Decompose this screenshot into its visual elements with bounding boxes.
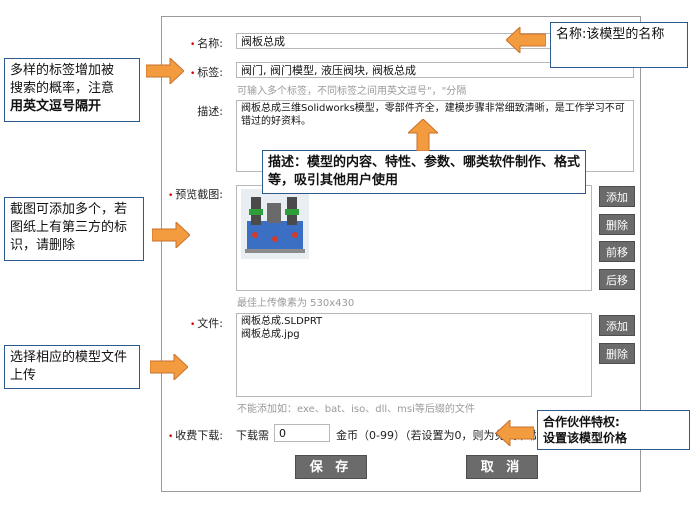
preview-box[interactable] xyxy=(236,185,592,291)
tags-hint: 可输入多个标签，不同标签之间用英文逗号"，"分隔 xyxy=(237,86,467,97)
name-label: •名称: xyxy=(189,37,223,50)
red-port-icon xyxy=(272,236,278,242)
preview-add-button[interactable]: 添加 xyxy=(599,186,635,207)
cancel-button[interactable]: 取 消 xyxy=(466,455,538,479)
file-item[interactable]: 阀板总成.SLDPRT xyxy=(241,316,323,327)
tags-input[interactable]: 阀门, 阀门模型, 液压阀块, 阀板总成 xyxy=(236,62,634,78)
base-plate-icon xyxy=(245,249,305,253)
fee-input[interactable]: 0 xyxy=(274,424,330,442)
description-label: 描述: xyxy=(197,105,223,118)
file-annotation: 选择相应的模型文件上传 xyxy=(4,345,140,389)
red-port-icon xyxy=(252,232,258,238)
arrow-right-icon xyxy=(150,354,188,380)
preview-thumbnail[interactable] xyxy=(241,189,309,259)
preview-move-up-button[interactable]: 前移 xyxy=(599,241,635,262)
arrow-left-icon xyxy=(506,27,546,53)
fee-prefix: 下载需 xyxy=(236,429,269,442)
screenshot-annotation: 截图可添加多个，若图纸上有第三方的标识，请删除 xyxy=(4,197,144,261)
preview-hint: 最佳上传像素为 530x430 xyxy=(237,298,355,309)
arrow-up-icon xyxy=(408,119,438,151)
required-marker: • xyxy=(167,191,174,201)
file-delete-button[interactable]: 删除 xyxy=(599,343,635,364)
file-item[interactable]: 阀板总成.jpg xyxy=(241,329,300,340)
save-button[interactable]: 保 存 xyxy=(295,455,367,479)
preview-delete-button[interactable]: 删除 xyxy=(599,214,635,235)
green-fitting-icon xyxy=(249,209,263,215)
file-list-box[interactable]: 阀板总成.SLDPRT 阀板总成.jpg xyxy=(236,313,592,397)
arrow-right-icon xyxy=(152,222,190,248)
name-annotation: 名称:该模型的名称 xyxy=(550,22,688,68)
partner-annotation: 合作伙伴特权: 设置该模型价格 xyxy=(537,410,690,450)
tags-annotation: 多样的标签增加被 搜索的概率，注意 用英文逗号隔开 xyxy=(4,58,140,122)
arrow-right-icon xyxy=(146,58,184,84)
preview-label: •预览截图: xyxy=(167,188,223,201)
tags-label: •标签: xyxy=(189,66,223,79)
description-annotation: 描述：模型的内容、特性、参数、哪类软件制作、格式等，吸引其他用户使用 xyxy=(262,150,586,194)
fee-label: •收费下载: xyxy=(167,429,223,442)
green-fitting-icon xyxy=(285,209,299,215)
file-add-button[interactable]: 添加 xyxy=(599,315,635,336)
required-marker: • xyxy=(167,432,174,442)
file-label: •文件: xyxy=(189,317,223,330)
required-marker: • xyxy=(189,69,196,79)
red-port-icon xyxy=(292,232,298,238)
preview-move-down-button[interactable]: 后移 xyxy=(599,269,635,290)
fee-suffix: 金币（0-99）（若设置为0，则为免费下载 xyxy=(336,429,536,442)
valve-center-icon xyxy=(267,203,281,223)
arrow-left-icon xyxy=(496,420,534,446)
file-hint: 不能添加如：exe、bat、iso、dll、msi等后缀的文件 xyxy=(237,404,475,415)
required-marker: • xyxy=(189,40,196,50)
required-marker: • xyxy=(189,320,196,330)
